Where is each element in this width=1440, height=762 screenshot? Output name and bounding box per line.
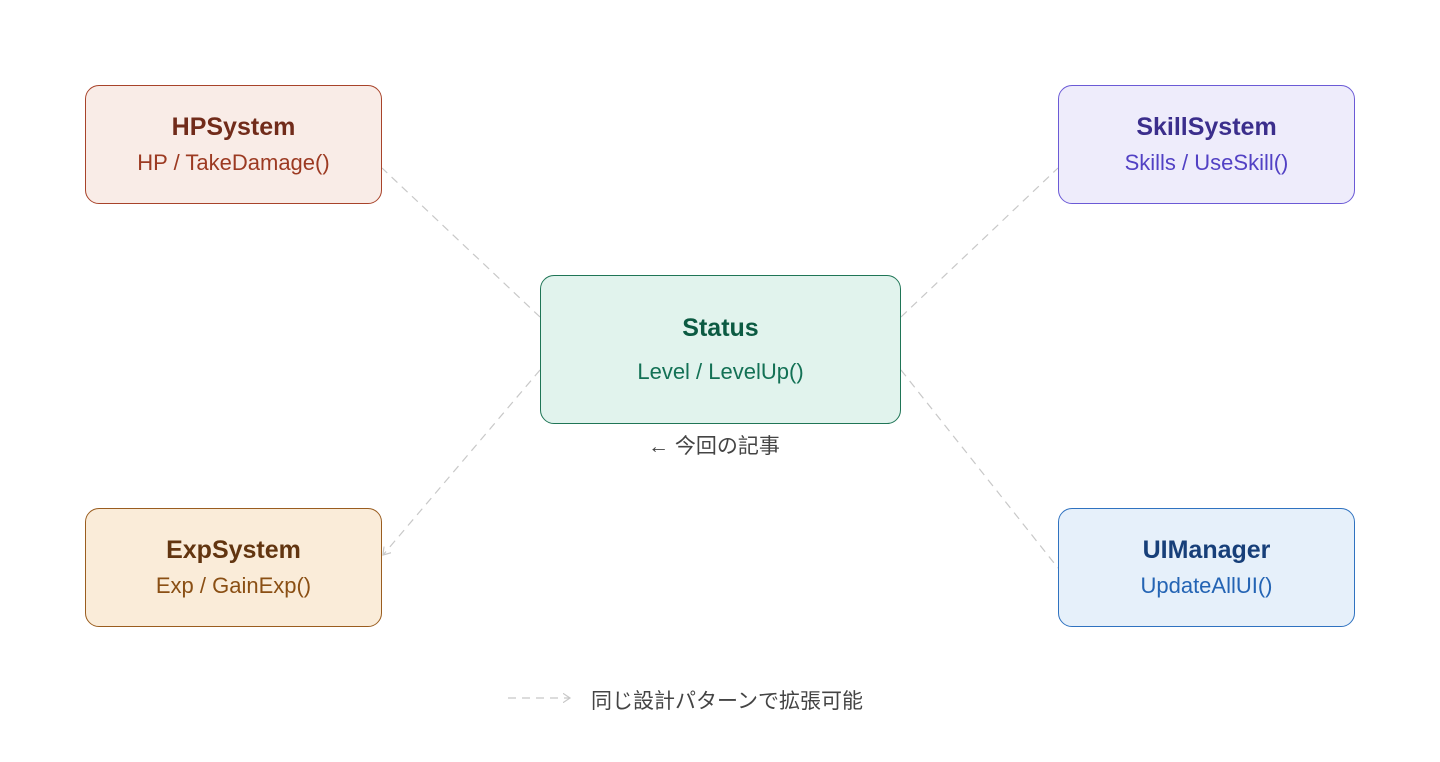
node-subtitle: HP / TakeDamage() <box>137 150 330 175</box>
status-node: Status Level / LevelUp() <box>540 275 901 424</box>
node-subtitle: UpdateAllUI() <box>1140 573 1273 598</box>
skillsystem-node: SkillSystem Skills / UseSkill() <box>1058 85 1355 204</box>
node-subtitle: Skills / UseSkill() <box>1124 150 1289 175</box>
node-title: Status <box>682 314 759 342</box>
node-subtitle: Level / LevelUp() <box>637 359 804 384</box>
node-title: UIManager <box>1142 536 1271 564</box>
connector-status-ui <box>900 369 1059 569</box>
uimanager-node: UIManager UpdateAllUI() <box>1058 508 1355 627</box>
expsystem-node: ExpSystem Exp / GainExp() <box>85 508 382 627</box>
legend: 同じ設計パターンで拡張可能 <box>507 685 863 715</box>
legend-label: 同じ設計パターンで拡張可能 <box>591 690 863 713</box>
node-title: SkillSystem <box>1136 113 1277 141</box>
node-title: HPSystem <box>171 113 296 141</box>
node-title: ExpSystem <box>166 536 301 564</box>
connector-status-skill <box>900 167 1059 318</box>
node-subtitle: Exp / GainExp() <box>155 573 312 598</box>
connector-status-exp <box>383 369 541 555</box>
current-article-note: ← 今回の記事 <box>648 435 780 458</box>
connector-status-hp <box>381 167 541 318</box>
hpsystem-node: HPSystem HP / TakeDamage() <box>85 85 382 204</box>
